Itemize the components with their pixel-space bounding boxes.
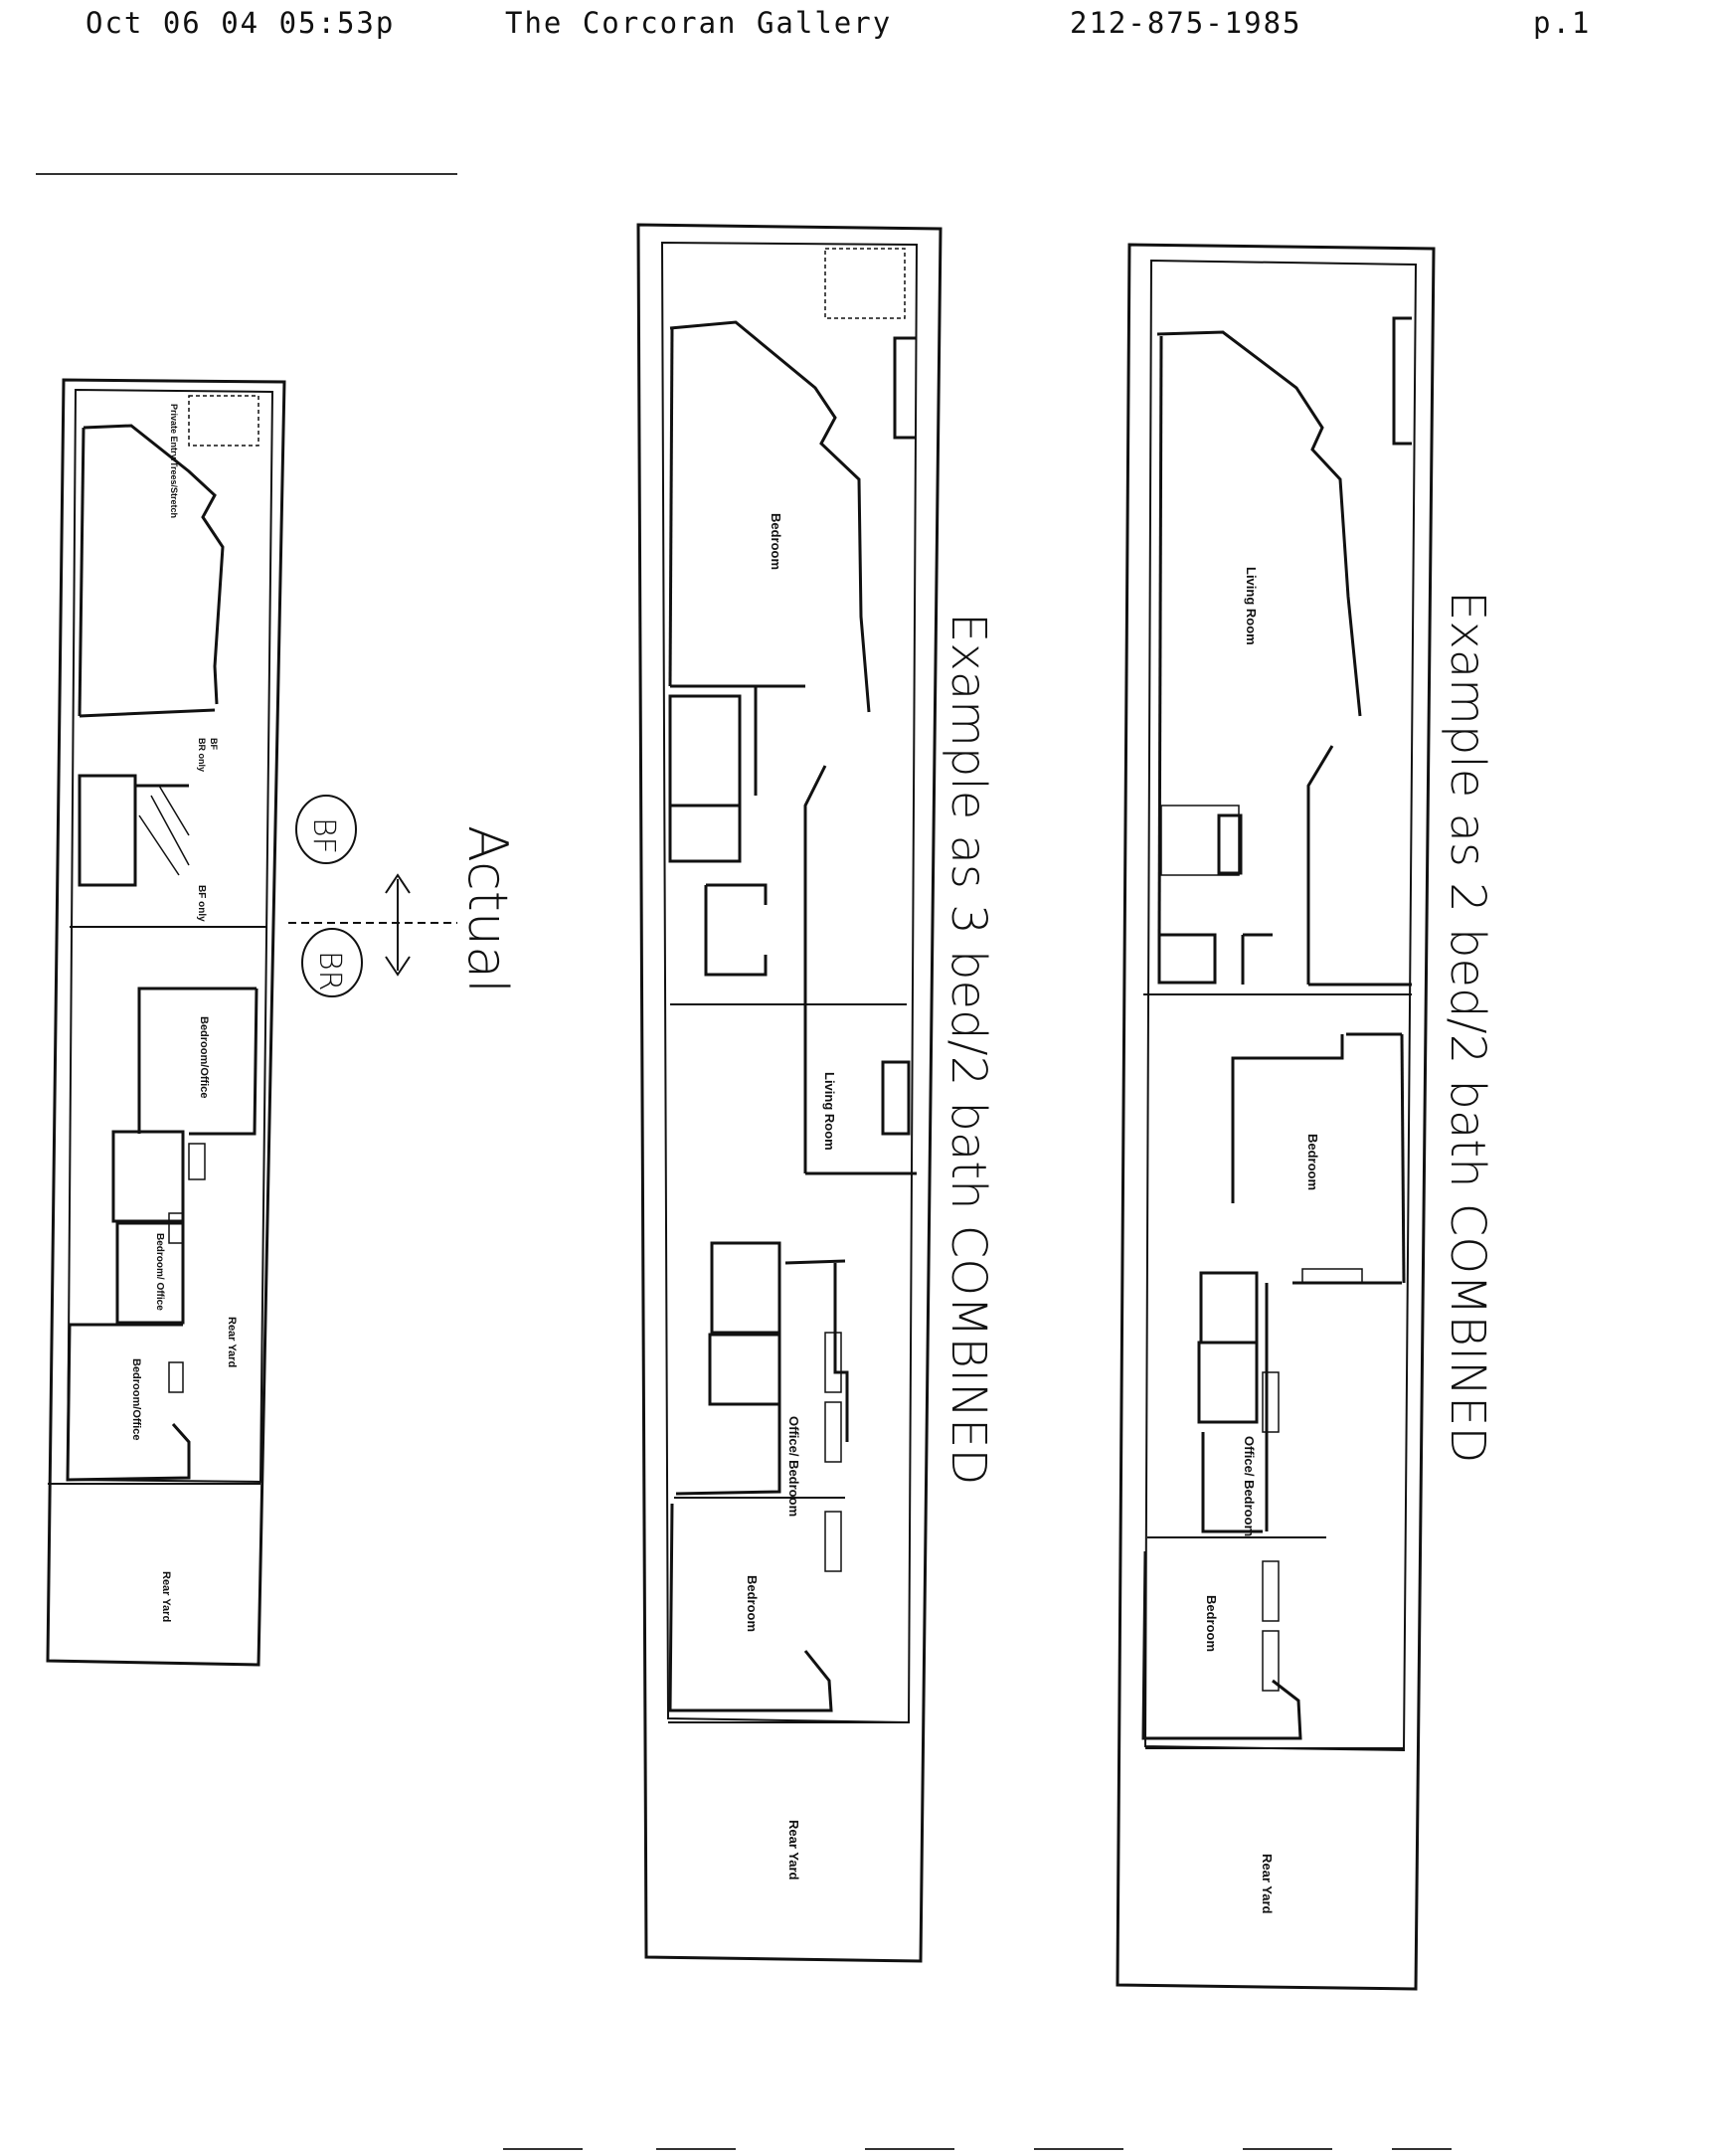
- two-bed-caption: Example as 2 bed/2 bath COMBINED: [1440, 591, 1495, 1463]
- fax-phone: 212-875-1985: [1070, 6, 1302, 40]
- fax-page-number: p.1: [1533, 6, 1592, 40]
- floor-plan-actual: Private Entry/Trees/Stretch BF BR only B…: [40, 368, 519, 1691]
- fax-timestamp: Oct 06 04 05:53p: [86, 6, 396, 40]
- two-bed-outer-wall: [1116, 243, 1436, 1991]
- bf-circle: [295, 795, 357, 864]
- two-bed-bedroom-mid-label: Bedroom: [1305, 1134, 1320, 1190]
- actual-bf-label: BF: [209, 738, 219, 750]
- three-bed-office-bedroom-label: Office/ Bedroom: [786, 1416, 801, 1517]
- fax-sender: The Corcoran Gallery: [505, 6, 893, 40]
- br-circle: [301, 928, 363, 997]
- markup-br: BR: [312, 951, 347, 991]
- floor-plan-three-bed: Bedroom Living Room Office/ Bedroom Bedr…: [626, 219, 1044, 1969]
- three-bed-rear-yard-label: Rear Yard: [786, 1820, 801, 1881]
- bottom-rule-1: [503, 2148, 583, 2150]
- actual-outer-wall: [46, 378, 286, 1667]
- actual-bf-only-label: BF only: [196, 885, 207, 922]
- actual-bedroom-office-rear-label: Bedroom/Office: [130, 1358, 142, 1441]
- two-bed-bedroom-rear-label: Bedroom: [1204, 1595, 1219, 1652]
- two-bed-living-room-label: Living Room: [1244, 567, 1259, 645]
- floor-plan-two-bed-drawing: Living Room Bedroom Office/ Bedroom Bedr…: [1116, 243, 1495, 1991]
- three-bed-outer-wall: [636, 223, 943, 1963]
- three-bed-caption: Example as 3 bed/2 bath COMBINED: [941, 613, 996, 1485]
- bottom-rule-2: [656, 2148, 736, 2150]
- top-left-rule: [36, 173, 457, 175]
- bottom-rule-3: [865, 2148, 954, 2150]
- bottom-rule-5: [1243, 2148, 1332, 2150]
- floor-plan-three-bed-drawing: Bedroom Living Room Office/ Bedroom Bedr…: [636, 223, 996, 1963]
- bottom-rule-4: [1034, 2148, 1123, 2150]
- three-bed-living-room-label: Living Room: [822, 1072, 837, 1151]
- actual-rear-yard-label: Rear Yard: [160, 1571, 172, 1622]
- actual-br-only-label: BR only: [197, 738, 207, 772]
- actual-rear-yard-side-label: Rear Yard: [226, 1317, 238, 1367]
- floor-plan-actual-drawing: Private Entry/Trees/Stretch BF BR only B…: [46, 378, 519, 1667]
- actual-bedroom-office-small-label: Bedroom/ Office: [154, 1233, 165, 1311]
- actual-caption: Actual: [456, 825, 519, 993]
- three-bed-bedroom-rear-label: Bedroom: [745, 1575, 760, 1632]
- three-bed-bedroom-front-label: Bedroom: [769, 513, 783, 570]
- bottom-rule-6: [1392, 2148, 1452, 2150]
- two-bed-rear-yard-label: Rear Yard: [1260, 1854, 1275, 1914]
- two-bed-office-bedroom-label: Office/ Bedroom: [1242, 1436, 1257, 1536]
- fax-header: Oct 06 04 05:53p The Corcoran Gallery 21…: [0, 6, 1718, 46]
- markup-bf: BF: [306, 817, 341, 854]
- actual-entry-label: Private Entry/Trees/Stretch: [169, 404, 179, 518]
- actual-bedroom-office-label: Bedroom/Office: [198, 1016, 210, 1099]
- floor-plan-two-bed: Living Room Bedroom Office/ Bedroom Bedr…: [1114, 239, 1531, 2009]
